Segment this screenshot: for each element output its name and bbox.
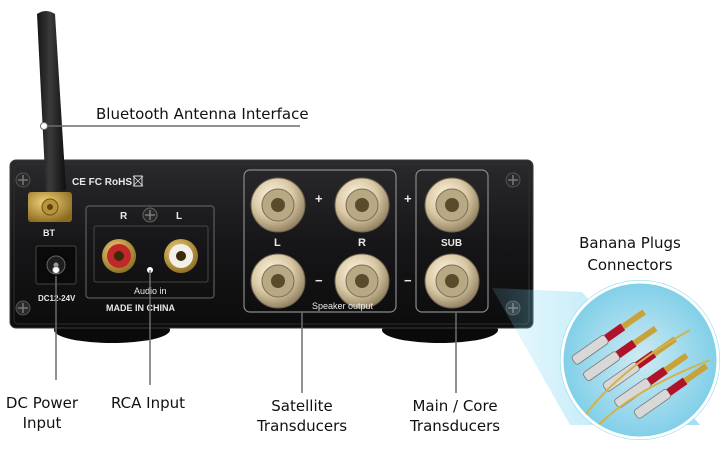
- binding-post-sub-plus: [424, 177, 480, 233]
- binding-post-sub-minus: [424, 253, 480, 309]
- minus-mark-sub: −: [404, 273, 412, 288]
- bluetooth-antenna: [28, 11, 72, 222]
- rca-jack-left: [164, 239, 198, 273]
- certification-marks: CE FC RoHS: [72, 177, 132, 188]
- callout-rca: RCA Input: [111, 394, 185, 412]
- bt-label: BT: [43, 228, 55, 238]
- made-in-label: MADE IN CHINA: [106, 303, 175, 313]
- dc-rating-label: DC12-24V: [38, 294, 76, 303]
- callout-dc-line2: Input: [23, 414, 62, 432]
- plus-mark-sub: +: [404, 191, 412, 206]
- rca-inner-frame: [93, 225, 209, 283]
- binding-post-right-plus: [334, 177, 390, 233]
- callout-lines: [44, 125, 457, 393]
- callout-main-line1: Main / Core: [412, 397, 497, 415]
- binding-post-left-minus: [250, 253, 306, 309]
- plus-mark-satellite: +: [315, 191, 323, 206]
- callout-satellite-line1: Satellite: [271, 397, 332, 415]
- speaker-output-label: Speaker output: [312, 301, 374, 311]
- amplifier-chassis: [9, 159, 534, 329]
- screw-icon: [505, 172, 521, 188]
- banana-plug-inset: [560, 280, 720, 440]
- callout-satellite-line2: Transducers: [256, 417, 347, 435]
- wee-bin-icon: [132, 175, 144, 187]
- channel-l-label: L: [274, 237, 281, 249]
- callout-banana-line1: Banana Plugs: [579, 234, 681, 252]
- channel-r-label: R: [358, 237, 366, 249]
- callout-banana-line2: Connectors: [587, 256, 672, 274]
- rca-left-label: L: [176, 211, 182, 222]
- callout-dot-dc: [52, 266, 60, 274]
- rca-right-label: R: [120, 211, 128, 222]
- callout-main-line2: Transducers: [409, 417, 500, 435]
- callout-bluetooth: Bluetooth Antenna Interface: [96, 105, 309, 123]
- callout-dc-line1: DC Power: [6, 394, 79, 412]
- callout-dot-bluetooth: [40, 122, 48, 130]
- screw-icon: [15, 300, 31, 316]
- screw-icon: [15, 172, 31, 188]
- rca-jack-right: [102, 239, 136, 273]
- chassis-bevel: [13, 163, 530, 325]
- sub-terminal-frame: [415, 169, 489, 313]
- screw-icon: [142, 207, 158, 223]
- binding-post-left-plus: [250, 177, 306, 233]
- binding-post-right-minus: [334, 253, 390, 309]
- minus-mark-satellite: −: [315, 273, 323, 288]
- satellite-terminal-frame: [243, 169, 397, 313]
- channel-sub-label: SUB: [441, 238, 462, 249]
